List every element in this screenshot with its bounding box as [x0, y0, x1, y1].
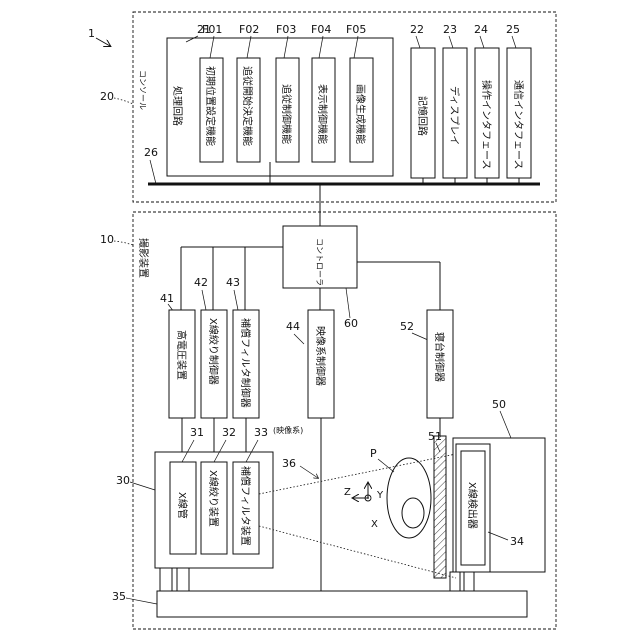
xcoll-controller-label: X線絞り制御器	[207, 318, 220, 385]
controller-label: コントローラ	[315, 238, 324, 286]
f05-numeral: F05	[346, 23, 366, 36]
bus-leader	[150, 160, 156, 184]
patient-body	[387, 458, 431, 538]
comp-filter-controller-label: 補償フィルタ制御器	[239, 318, 252, 408]
communication-interface-label: 通信インタフェース	[512, 80, 524, 170]
op-if-numeral: 24	[474, 23, 488, 36]
xray-tube-label: X線管	[176, 492, 189, 519]
memory-leader	[416, 36, 420, 48]
f04-label: 表示制御機能	[316, 84, 329, 144]
support-right-a	[450, 572, 460, 591]
operation-interface-label: 操作インタフェース	[480, 80, 493, 170]
table-ctrl-leader	[412, 333, 428, 340]
f02-label: 追従開始決定機能	[241, 66, 254, 146]
display-label: ディスプレイ	[448, 86, 461, 145]
axis-y-label: Y	[376, 490, 384, 501]
memory-numeral: 22	[410, 23, 424, 36]
comm-if-leader	[512, 36, 516, 48]
controller-leader	[346, 288, 350, 318]
patient-numeral: P	[370, 447, 377, 460]
imaging-system-pointer	[300, 466, 318, 478]
detector-housing-leader	[500, 411, 511, 438]
comp-numeral: 33	[254, 426, 268, 439]
imaging-leader	[114, 241, 133, 245]
op-if-leader	[480, 36, 484, 48]
controller-numeral: 60	[344, 317, 358, 330]
hv-numeral: 41	[160, 292, 174, 305]
system-pointer	[96, 38, 110, 46]
high-voltage-label: 高電圧装置	[175, 330, 188, 380]
imaging-system-label: (映像系)	[273, 425, 303, 435]
table-controller-label: 寝台制御器	[433, 332, 446, 382]
f02-numeral: F02	[239, 23, 259, 36]
f03-numeral: F03	[276, 23, 296, 36]
xray-collimator-label: X線絞り装置	[207, 470, 220, 527]
display-numeral: 23	[443, 23, 457, 36]
xray-unit-numeral: 30	[116, 474, 130, 487]
table-top	[434, 436, 446, 578]
display-leader	[449, 36, 453, 48]
rail-leader	[126, 598, 157, 604]
imaging-label: 撮影装置	[137, 238, 150, 278]
xray-detector-label: X線検出器	[466, 482, 479, 529]
memory-label: 記憶回路	[416, 96, 429, 136]
support-right-b	[464, 572, 474, 591]
rail	[157, 591, 527, 617]
f01-numeral: F01	[202, 23, 222, 36]
xcoll-numeral: 32	[222, 426, 236, 439]
beam-line-lower	[259, 526, 456, 578]
bus-numeral: 26	[144, 146, 158, 159]
xcoll-ctrl-numeral: 42	[194, 276, 208, 289]
patient-leader	[378, 459, 394, 472]
comp-filter-label: 補償フィルタ装置	[239, 466, 252, 546]
console-label: コンソール	[138, 70, 147, 110]
axis-z-label: Z	[344, 487, 351, 498]
table-ctrl-numeral: 52	[400, 320, 414, 333]
f05-label: 画像生成機能	[354, 84, 367, 144]
xray-unit-leader	[130, 482, 155, 490]
support-left-a	[160, 568, 172, 591]
imaging-system-controller-label: 映像系制御器	[314, 326, 327, 386]
comp-ctrl-leader	[234, 290, 238, 310]
rail-numeral: 35	[112, 590, 126, 603]
imaging-system-numeral: 36	[282, 457, 296, 470]
table-top-numeral: 51	[428, 430, 442, 443]
system-numeral: 1	[88, 27, 95, 40]
f03-label: 追従制御機能	[280, 84, 293, 144]
patient-head	[402, 498, 424, 528]
detector-housing-numeral: 50	[492, 398, 506, 411]
imgsys-ctrl-leader	[294, 334, 304, 344]
console-numeral: 20	[100, 90, 114, 103]
console-leader	[114, 98, 133, 104]
imaging-numeral: 10	[100, 233, 114, 246]
f01-label: 初期位置設定機能	[204, 66, 217, 146]
detector-numeral: 34	[510, 535, 524, 548]
imgsys-ctrl-numeral: 44	[286, 320, 300, 333]
comm-if-numeral: 25	[506, 23, 520, 36]
xtube-numeral: 31	[190, 426, 204, 439]
comp-ctrl-numeral: 43	[226, 276, 240, 289]
f04-numeral: F04	[311, 23, 331, 36]
processing-label: 処理回路	[171, 86, 184, 126]
support-left-b	[177, 568, 189, 591]
axis-x-label: X	[371, 519, 378, 530]
xcoll-ctrl-leader	[202, 290, 206, 310]
